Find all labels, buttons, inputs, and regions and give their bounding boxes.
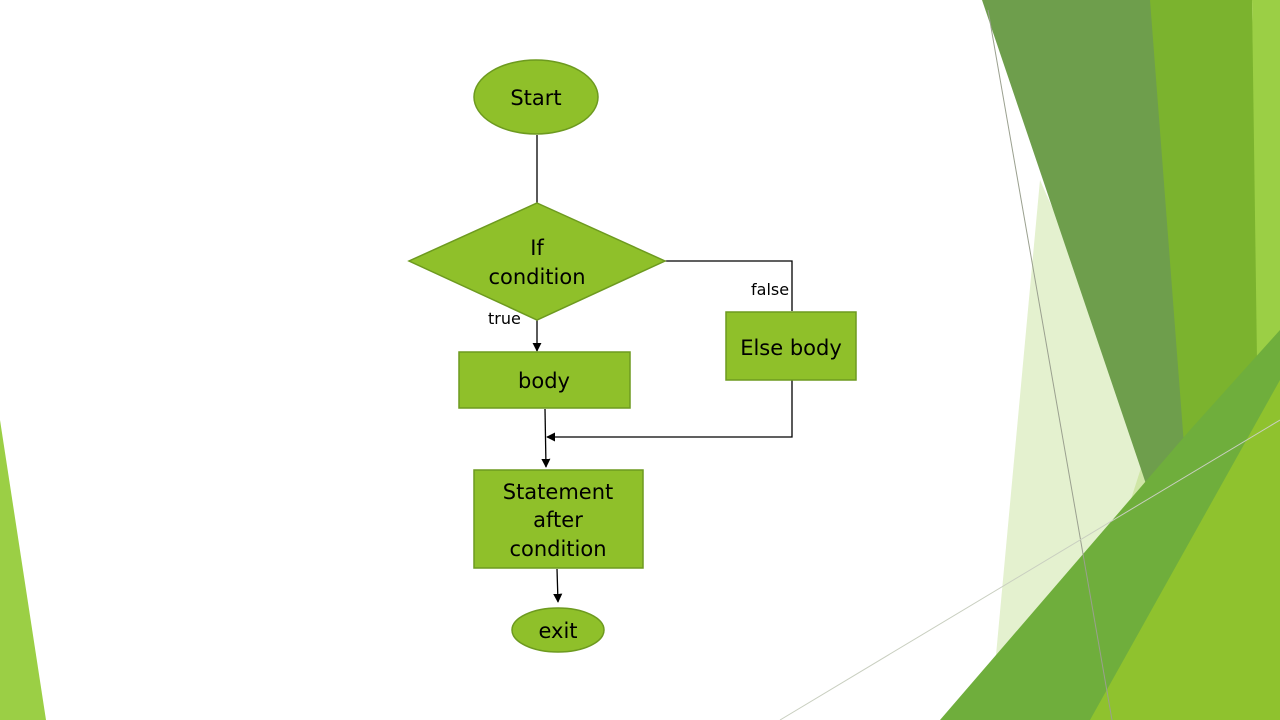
edge-else-to-merge <box>546 380 793 442</box>
statement-label-line2: after <box>533 508 583 532</box>
deco-dark-band <box>982 0 1205 540</box>
condition-diamond <box>407 202 667 321</box>
node-exit: exit <box>511 607 605 653</box>
deco-bottom-bright <box>1090 380 1280 720</box>
deco-thin-line-1 <box>987 9 1113 720</box>
start-ellipse <box>473 59 599 135</box>
body-label: body <box>518 369 570 393</box>
edge-label-false: false <box>751 280 789 299</box>
edge-label-true: true <box>488 309 521 328</box>
exit-label: exit <box>538 619 577 643</box>
node-start: Start <box>473 59 599 135</box>
edge-body-to-statement <box>541 408 551 468</box>
flowchart-edges <box>532 135 793 603</box>
node-condition: If condition <box>407 202 667 321</box>
deco-thin-line-2 <box>779 419 1280 720</box>
else-body-rect <box>725 311 857 381</box>
condition-label-line2: condition <box>488 265 585 289</box>
start-label: Start <box>510 86 561 110</box>
exit-ellipse <box>511 607 605 653</box>
condition-label-line1: If <box>530 236 544 260</box>
statement-label-line3: condition <box>509 537 606 561</box>
node-else-body: Else body <box>725 311 857 381</box>
else-body-label: Else body <box>740 336 842 360</box>
node-body: body <box>458 351 631 409</box>
deco-left-sliver <box>0 420 46 720</box>
statement-rect <box>473 469 644 569</box>
statement-label-line1: Statement <box>503 480 614 504</box>
edge-statement-to-exit <box>553 568 563 603</box>
body-rect <box>458 351 631 409</box>
edge-condition-to-else <box>665 260 793 311</box>
node-statement: Statement after condition <box>473 469 644 569</box>
